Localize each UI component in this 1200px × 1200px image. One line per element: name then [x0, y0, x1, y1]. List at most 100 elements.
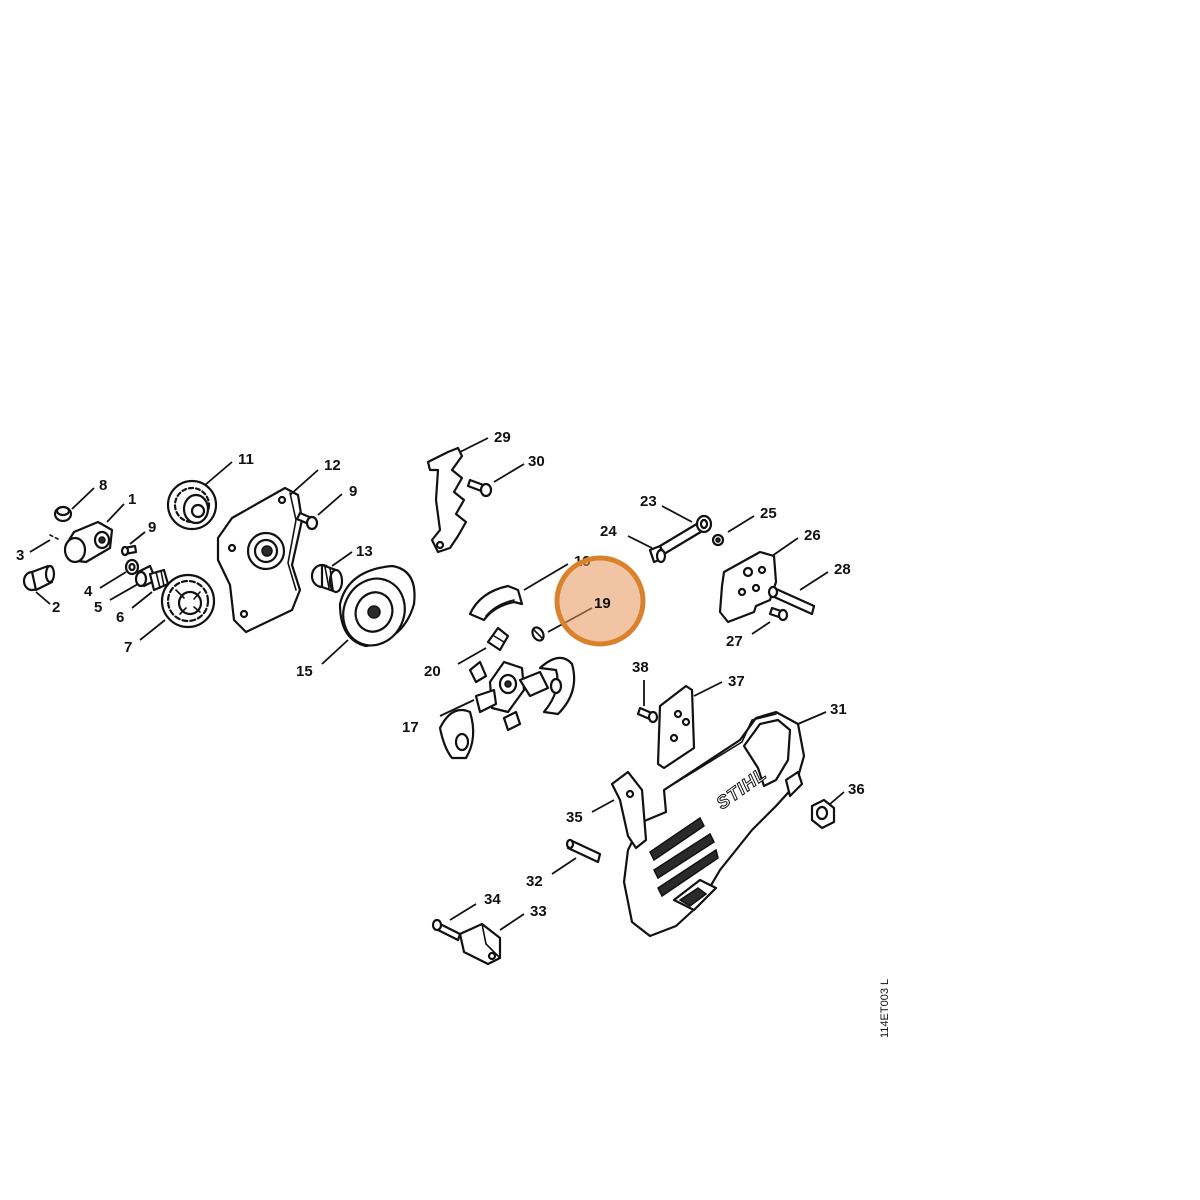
- leader-1: [106, 503, 125, 523]
- leader-11: [204, 461, 233, 486]
- reference-code: 114ET003 L: [879, 979, 891, 1038]
- callout-26[interactable]: 26: [804, 527, 821, 544]
- leader-9-upper: [317, 493, 343, 516]
- callout-36[interactable]: 36: [848, 781, 865, 798]
- callout-9-upper[interactable]: 9: [349, 483, 357, 500]
- leader-26: [771, 537, 799, 557]
- part-29-chain-catcher[interactable]: [426, 446, 468, 554]
- callout-24[interactable]: 24: [600, 523, 617, 540]
- part-32-pin[interactable]: [565, 838, 602, 864]
- part-3-pin[interactable]: [49, 534, 61, 541]
- leader-25: [727, 515, 755, 533]
- callout-37[interactable]: 33: [530, 903, 547, 920]
- leader-19-upper: [523, 563, 569, 591]
- part-33-plate[interactable]: [656, 684, 696, 770]
- leader-38: [449, 903, 477, 921]
- leader-20: [457, 647, 487, 665]
- part-20-spring[interactable]: [486, 626, 510, 652]
- callout-31[interactable]: 31: [830, 701, 847, 718]
- part-26-guide-plate[interactable]: [718, 550, 778, 624]
- part-1-oil-pump[interactable]: [63, 520, 114, 564]
- callout-35[interactable]: 35: [566, 809, 583, 826]
- callout-11[interactable]: 11: [238, 451, 254, 468]
- part-4-washer[interactable]: [124, 558, 140, 576]
- part-7-large-gear[interactable]: [160, 573, 216, 629]
- leader-27: [751, 621, 771, 635]
- leader-24: [627, 535, 653, 549]
- leader-6: [131, 591, 153, 609]
- part-8-cap[interactable]: [53, 505, 73, 523]
- callout-17[interactable]: 17: [402, 719, 419, 736]
- callout-28[interactable]: 28: [834, 561, 851, 578]
- callout-15[interactable]: 15: [296, 663, 313, 680]
- callout-30[interactable]: 30: [528, 453, 545, 470]
- callout-34[interactable]: 38: [632, 659, 649, 676]
- callout-20[interactable]: 20: [424, 663, 441, 680]
- callout-7[interactable]: 7: [124, 639, 132, 656]
- callout-5[interactable]: 5: [94, 599, 102, 616]
- part-24-nut[interactable]: [648, 544, 667, 564]
- part-12-side-plate[interactable]: [216, 486, 304, 634]
- part-38-screw[interactable]: [431, 918, 462, 942]
- callout-2[interactable]: 2: [52, 599, 60, 616]
- leader-36: [829, 791, 845, 805]
- leader-8: [71, 487, 95, 510]
- leader-7: [139, 619, 166, 641]
- part-25-washer[interactable]: [711, 533, 725, 547]
- leader-2: [35, 591, 51, 605]
- part-17-clutch-assembly[interactable]: [438, 656, 576, 760]
- callout-12[interactable]: 12: [324, 457, 341, 474]
- leader-13: [331, 551, 353, 567]
- part-19-spring[interactable]: [530, 625, 546, 642]
- part-27-screw[interactable]: [768, 606, 789, 622]
- callout-13[interactable]: 13: [356, 543, 373, 560]
- part-2-fitting[interactable]: [22, 564, 56, 592]
- part-28-stud[interactable]: [767, 585, 816, 616]
- leader-33: [693, 681, 723, 697]
- callout-3[interactable]: 3: [16, 547, 24, 564]
- leader-28: [799, 571, 829, 591]
- leader-15: [321, 639, 349, 665]
- callout-33[interactable]: 37: [728, 673, 745, 690]
- leader-32: [551, 857, 577, 875]
- highlight-ring[interactable]: [554, 555, 646, 647]
- callout-27[interactable]: 27: [726, 633, 743, 650]
- part-9-screw-lower[interactable]: [120, 544, 138, 557]
- leader-3: [29, 539, 51, 553]
- leader-17: [439, 699, 475, 717]
- leader-12: [289, 469, 319, 496]
- leader-30: [493, 463, 525, 483]
- part-35-bracket[interactable]: [610, 770, 648, 850]
- callout-1[interactable]: 1: [128, 491, 136, 508]
- leader-37: [499, 913, 525, 931]
- part-34-screw[interactable]: [636, 706, 659, 724]
- callout-8[interactable]: 8: [99, 477, 107, 494]
- callout-25[interactable]: 25: [760, 505, 777, 522]
- leader-5: [109, 583, 139, 601]
- callout-9-lower[interactable]: 9: [148, 519, 156, 536]
- part-31-sprocket-cover[interactable]: STIHL: [622, 710, 806, 938]
- part-11-small-gear[interactable]: [166, 479, 218, 531]
- part-37-tensioner[interactable]: [458, 922, 502, 966]
- leader-31: [797, 711, 827, 725]
- callout-23[interactable]: 23: [640, 493, 657, 510]
- part-36-nut[interactable]: [810, 798, 836, 830]
- callout-6[interactable]: 6: [116, 609, 124, 626]
- part-9-screw-upper[interactable]: [295, 511, 319, 531]
- leader-23: [661, 505, 693, 523]
- part-23-bolt[interactable]: [658, 514, 713, 556]
- leader-35: [591, 799, 615, 813]
- leader-9-lower: [129, 531, 146, 545]
- leader-29: [459, 437, 489, 453]
- part-19-clutch-plate[interactable]: [468, 584, 524, 622]
- callout-32[interactable]: 32: [526, 873, 543, 890]
- callout-38[interactable]: 34: [484, 891, 501, 908]
- highlight-label[interactable]: 19: [594, 595, 611, 612]
- part-15-clutch-drum[interactable]: [332, 564, 416, 655]
- part-30-screw[interactable]: [466, 478, 493, 498]
- callout-29[interactable]: 29: [494, 429, 511, 446]
- leader-4: [99, 571, 127, 589]
- callout-4[interactable]: 4: [84, 583, 93, 600]
- part-13-needle-cage[interactable]: [310, 563, 344, 594]
